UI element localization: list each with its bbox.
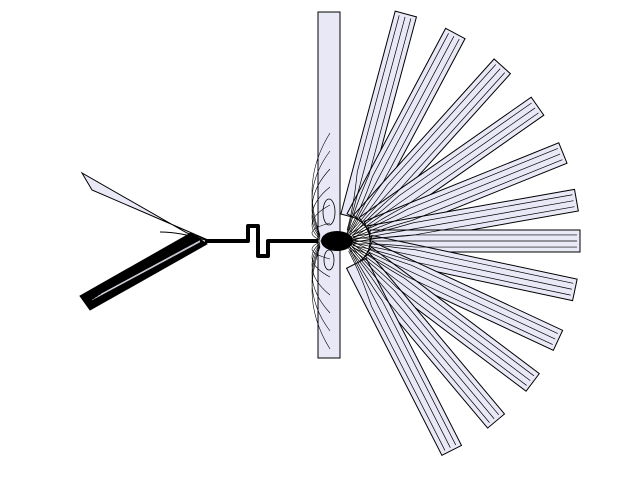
streamline [348,247,451,448]
streamline [352,244,556,340]
streamline [352,194,573,237]
streamline [350,72,505,239]
streamline [352,247,553,345]
dense-streamline-core [321,231,353,251]
streamline [348,244,457,446]
streamline [348,38,460,238]
inlet-streamline [94,241,201,299]
streamline [350,68,501,236]
streamline [352,245,571,296]
streamline [351,242,535,377]
streamline [349,243,500,416]
streamline [351,102,532,234]
streamline [346,18,412,237]
collector-streamline [311,222,331,241]
streamline [349,246,495,419]
streamline [350,64,497,233]
streamline [348,33,449,232]
streamline [351,248,527,386]
streamline [348,35,455,235]
collector-streamline [311,168,331,238]
inlet-streamline [100,240,201,295]
streamline [352,242,573,290]
collector-streamline [311,204,331,240]
inlet-streamline [91,241,201,301]
collector-channel [317,11,341,359]
streamline [346,15,400,231]
streamline [351,245,531,381]
collector-streamline [311,245,331,332]
streamline [346,16,406,234]
fan-streamlines [311,15,577,451]
lower-eddy [323,249,335,271]
collector-streamline [311,150,331,237]
serpentine-path [205,224,318,258]
streamline [352,234,577,239]
inlet-streamline [97,240,201,297]
collector-streamline [311,132,331,236]
streamline [349,249,490,423]
streamline [352,239,574,284]
upper-eddy [322,198,336,226]
streamline [348,250,446,451]
collector-streamline [311,186,331,239]
upper-inlet-streamline [159,231,206,241]
serpentine-mixing-channel [205,224,318,258]
streamline [352,148,558,236]
streamline [351,107,536,237]
collector-streamline [311,241,331,260]
inlet-junction-region [79,171,209,311]
streamline [352,241,558,334]
streamline [352,200,574,240]
upper-inlet-channel [80,171,209,241]
collector-streamline [311,246,331,350]
